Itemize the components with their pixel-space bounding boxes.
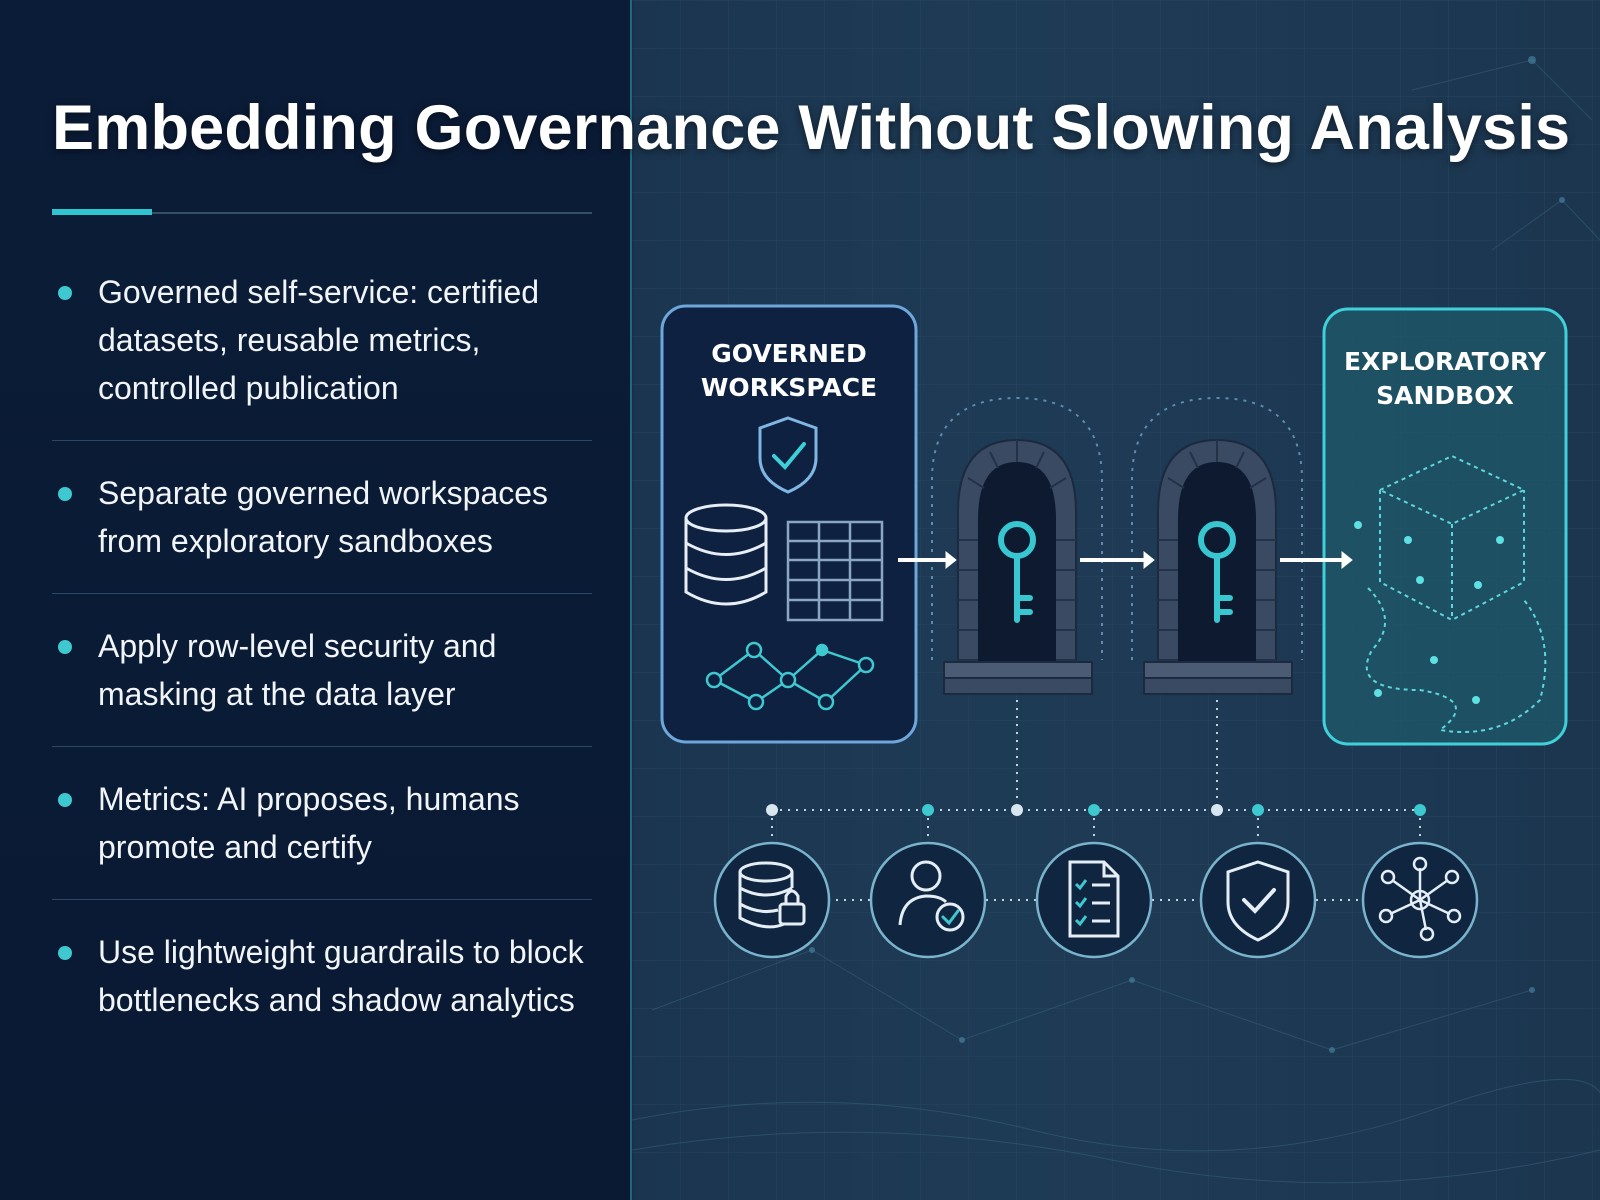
gate-dotted-arches <box>931 396 1303 660</box>
bullet-dot-icon <box>58 487 72 501</box>
title-underline <box>52 212 592 214</box>
governed-workspace-box: GOVERNED WORKSPACE <box>660 304 918 744</box>
flow-arrows <box>898 550 1353 570</box>
bullet-dot-icon <box>58 946 72 960</box>
panel-divider <box>630 0 632 1200</box>
left-panel <box>0 0 632 1200</box>
gate-2 <box>1143 438 1293 695</box>
bullet-text: Separate governed workspaces from explor… <box>98 475 549 559</box>
bullet-item: Governed self-service: certified dataset… <box>52 268 592 441</box>
bullet-item: Use lightweight guardrails to block bott… <box>52 900 592 1024</box>
bullet-dot-icon <box>58 640 72 654</box>
checklist-icon <box>1035 841 1153 959</box>
bullet-item: Metrics: AI proposes, humans promote and… <box>52 747 592 900</box>
governed-label-line1: GOVERNED <box>711 339 867 368</box>
key-icon <box>1198 521 1236 623</box>
cube-icon <box>1365 454 1547 733</box>
key-icon <box>998 521 1036 623</box>
gate-1 <box>943 438 1093 695</box>
database-lock-icon <box>713 841 831 959</box>
sandbox-label-line1: EXPLORATORY <box>1344 347 1547 376</box>
bullet-text: Apply row-level security and masking at … <box>98 628 497 712</box>
shield-check-icon <box>758 416 818 494</box>
title-accent-bar <box>52 209 152 215</box>
bullet-text: Governed self-service: certified dataset… <box>98 274 540 406</box>
sandbox-label-line2: SANDBOX <box>1376 381 1514 410</box>
bullet-text: Metrics: AI proposes, humans promote and… <box>98 781 520 865</box>
database-icon <box>684 503 768 606</box>
exploratory-sandbox-box: EXPLORATORY SANDBOX <box>1322 307 1568 746</box>
bullet-item: Apply row-level security and masking at … <box>52 594 592 747</box>
bullet-list: Governed self-service: certified dataset… <box>52 268 592 1024</box>
scatter-dots <box>1354 521 1504 704</box>
user-check-icon <box>869 841 987 959</box>
network-node-icon <box>1361 841 1479 959</box>
shield-check-icon <box>1199 841 1317 959</box>
bullet-dot-icon <box>58 793 72 807</box>
connector-nodes <box>766 804 1426 816</box>
bullet-text: Use lightweight guardrails to block bott… <box>98 934 584 1018</box>
bullet-item: Separate governed workspaces from explor… <box>52 441 592 594</box>
page-title: Embedding Governance Without Slowing Ana… <box>52 93 1571 163</box>
table-grid-icon <box>786 520 884 622</box>
connector-lines <box>771 700 1421 901</box>
bullet-dot-icon <box>58 286 72 300</box>
line-graph-icon <box>705 641 875 711</box>
governed-label-line2: WORKSPACE <box>701 373 877 402</box>
